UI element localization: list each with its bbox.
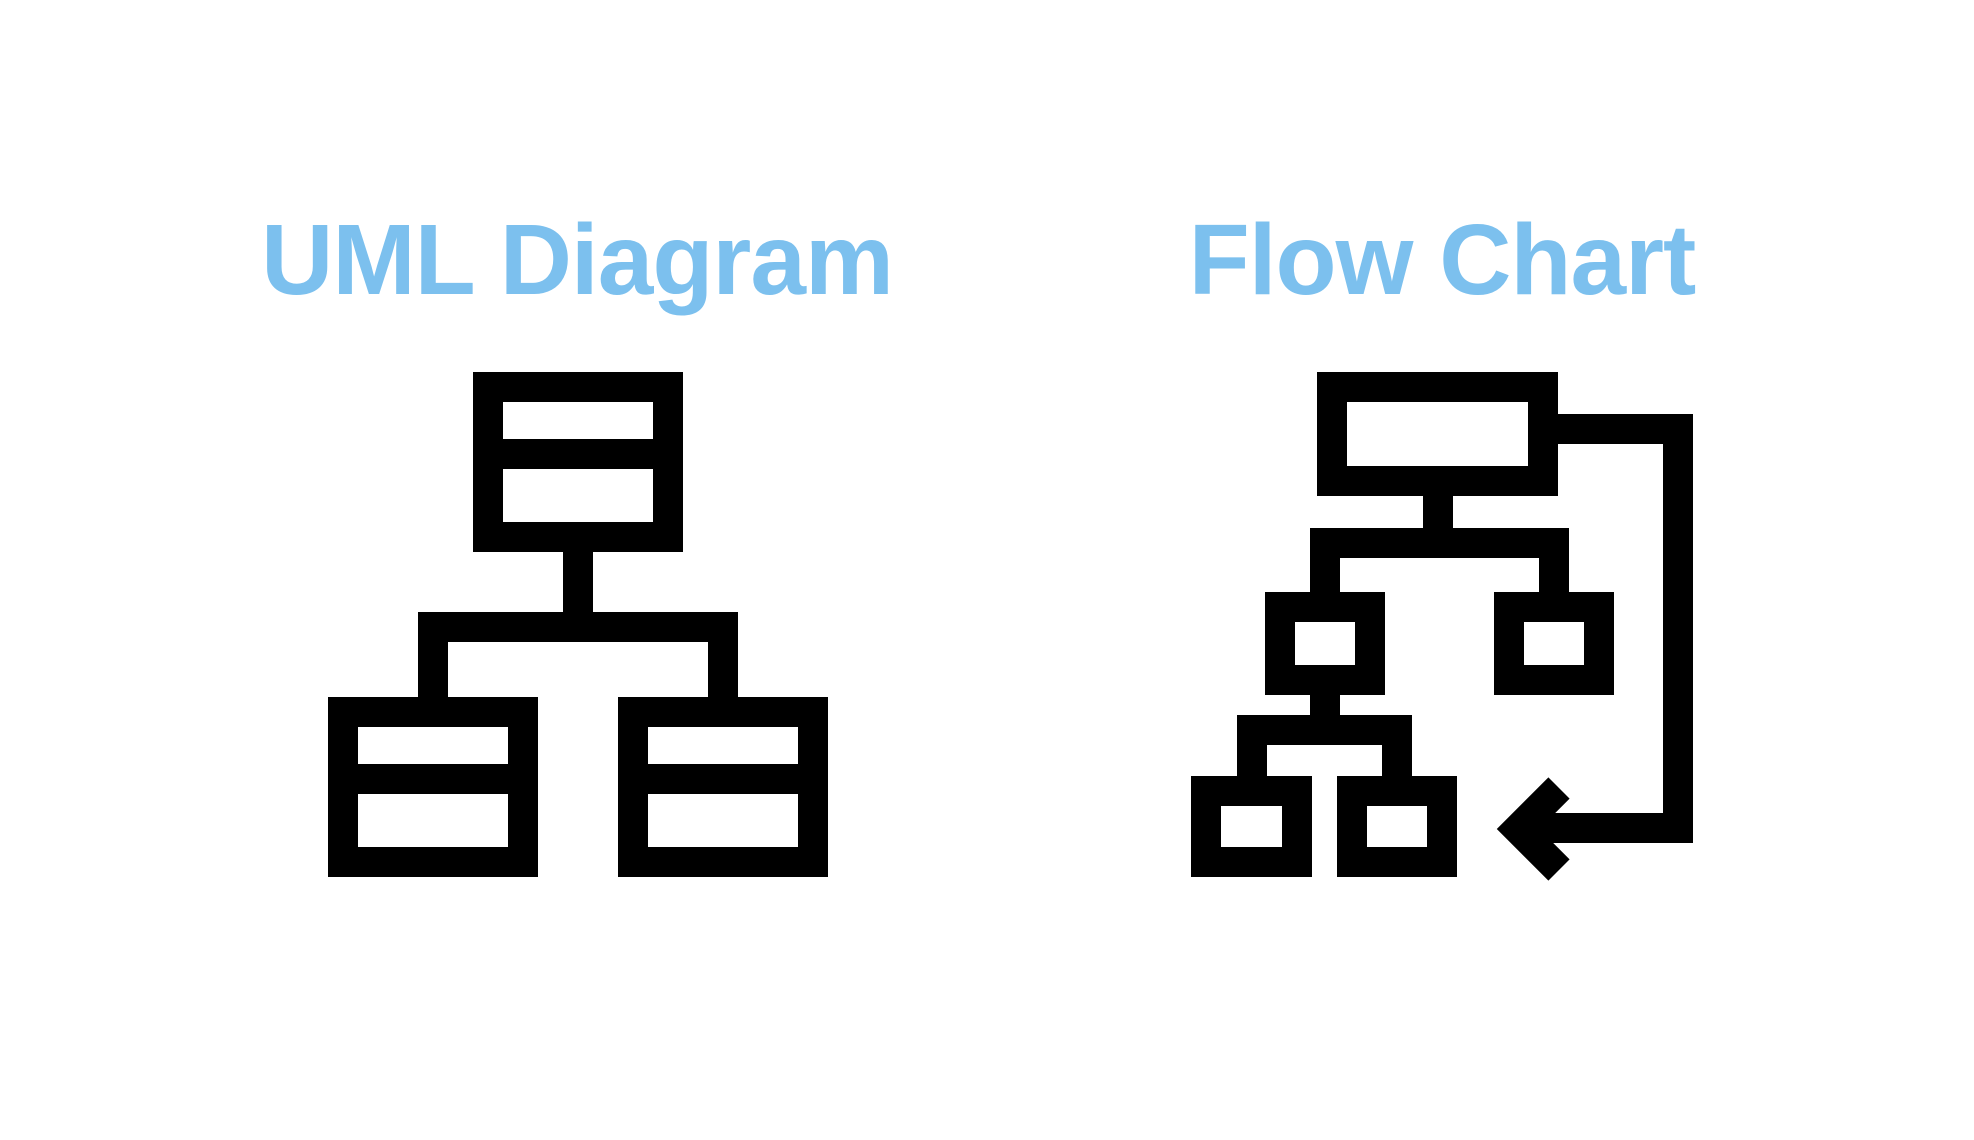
uml-right-class-box [618,697,828,877]
flow-chart-title: Flow Chart [1188,204,1697,316]
flow-middle-right-box [1494,592,1614,695]
flow-top-box [1317,372,1558,496]
flow-loop-line [1513,414,1693,843]
flow-bottom-right-box [1337,776,1457,877]
uml-connector [418,537,738,712]
flow-connector-level-2 [1237,680,1412,791]
uml-diagram-title: UML Diagram [261,204,894,316]
uml-top-class-box [473,372,683,552]
uml-left-class-box [328,697,538,877]
arrow-left-icon [1496,777,1570,881]
flow-connector-level-1 [1310,481,1569,607]
flow-bottom-left-box [1191,776,1312,877]
flow-middle-left-box [1265,592,1385,695]
